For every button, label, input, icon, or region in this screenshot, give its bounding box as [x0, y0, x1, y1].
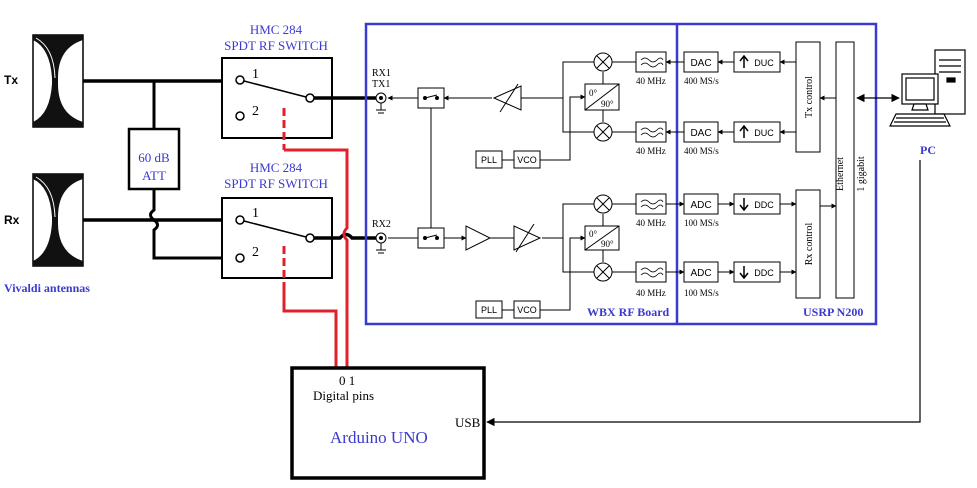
- rx-vco-label: VCO: [517, 305, 537, 315]
- pc-label: PC: [920, 143, 936, 157]
- attenuator-label-line1: 60 dB: [138, 150, 170, 165]
- arduino-digital-pins-numbers: 0 1: [339, 373, 355, 388]
- tx-phase-0: 0°: [589, 88, 598, 98]
- usrp-frame: [364, 22, 878, 326]
- tx-filter-i-label: 40 MHz: [636, 76, 666, 86]
- wbx-rx-selector: [417, 227, 445, 249]
- usrp-title: USRP N200: [803, 305, 863, 319]
- desktop-computer-icon: [889, 49, 966, 127]
- tx-pll-label: PLL: [481, 155, 497, 165]
- duc-block-q: DUC: [733, 121, 781, 143]
- rx-variable-amplifier: [513, 223, 542, 253]
- port-tx1-label: TX1: [372, 79, 390, 90]
- duc-i-label: DUC: [754, 58, 774, 68]
- rx-mixer-i: [593, 194, 613, 214]
- tx-antenna: [32, 34, 84, 128]
- port-rx1-label: RX1: [372, 68, 391, 79]
- tx-control-label: Tx control: [804, 76, 815, 118]
- dac-q-rate: 400 MS/s: [684, 146, 719, 156]
- rx-pll-label: PLL: [481, 305, 497, 315]
- switch-bottom-port-1: 1: [252, 206, 259, 221]
- usrp-internal-wiring: [665, 59, 837, 275]
- vivaldi-antennas-caption: Vivaldi antennas: [4, 281, 90, 295]
- switch-top-port-2: 2: [252, 104, 259, 119]
- attenuator-connections: [149, 81, 240, 260]
- tx-mixer-q: [593, 122, 613, 142]
- ddc-block-i: DDC: [733, 193, 781, 215]
- rx-mixer-q: [593, 262, 613, 282]
- ethernet-label-1: Ethernet: [835, 157, 846, 191]
- arduino-usb-label: USB: [455, 415, 481, 430]
- rx-control-block: Rx control: [795, 189, 821, 299]
- wbx-internal-wiring: [387, 61, 636, 311]
- rx-lna: [465, 225, 492, 251]
- tx-filter-q: 40 MHz: [635, 121, 667, 156]
- tx-vco-label: VCO: [517, 155, 537, 165]
- duc-block-i: DUC: [733, 51, 781, 73]
- rx-filter-q: 40 MHz: [635, 261, 667, 298]
- dac-i-rate: 400 MS/s: [684, 76, 719, 86]
- switch-top-port-1: 1: [252, 67, 259, 82]
- switch-bottom-port-2: 2: [252, 245, 259, 260]
- wbx-tx-selector: [417, 87, 445, 109]
- dac-block-q: DAC 400 MS/s: [683, 121, 719, 156]
- dac-block-i: DAC 400 MS/s: [683, 51, 719, 86]
- switch-bottom-block: [221, 197, 333, 279]
- attenuator-block: 60 dB ATT: [127, 127, 181, 191]
- duc-q-label: DUC: [754, 128, 774, 138]
- rx-pll-vco: PLL VCO: [475, 300, 541, 319]
- ddc-q-label: DDC: [754, 268, 774, 278]
- antenna-rf-lines: [83, 79, 240, 222]
- dac-q-label: DAC: [690, 128, 711, 139]
- tx-control-block: Tx control: [795, 41, 821, 153]
- tx-pll-vco: PLL VCO: [475, 150, 541, 169]
- adc-block-q: ADC 100 MS/s: [683, 261, 719, 298]
- port-rx2-connector: [375, 232, 387, 254]
- switch-bottom-title-line2: SPDT RF SWITCH: [224, 176, 328, 191]
- tx-antenna-label: Tx: [4, 73, 18, 87]
- rx-antenna: [32, 173, 84, 267]
- adc-block-i: ADC 100 MS/s: [683, 193, 719, 228]
- port-rx1-connector: [375, 92, 387, 114]
- ddc-i-label: DDC: [754, 200, 774, 210]
- switch-bottom-title-line1: HMC 284: [250, 160, 303, 175]
- rx-phase-90: 90°: [601, 239, 614, 249]
- switch-top-title-line1: HMC 284: [250, 22, 303, 37]
- usb-pc-arduino-link: [486, 160, 921, 427]
- adc-i-label: ADC: [690, 200, 711, 211]
- tx-power-amplifier: [492, 83, 522, 113]
- adc-i-rate: 100 MS/s: [684, 218, 719, 228]
- tx-phase-90: 90°: [601, 99, 614, 109]
- control-lines-red: [282, 108, 349, 368]
- tx-phase-splitter: 0° 90°: [584, 83, 620, 111]
- tx-mixer-i: [593, 52, 613, 72]
- port-rx2-label: RX2: [372, 219, 391, 230]
- adc-q-rate: 100 MS/s: [684, 288, 719, 298]
- switch-top-block: [221, 57, 333, 139]
- tx-filter-q-label: 40 MHz: [636, 146, 666, 156]
- rx-phase-0: 0°: [589, 229, 598, 239]
- ethernet-block: Ethernet 1 gigabit: [835, 41, 867, 299]
- ethernet-label-2: 1 gigabit: [856, 156, 867, 191]
- rx-antenna-label: Rx: [4, 213, 20, 227]
- arduino-title: Arduino UNO: [330, 428, 428, 447]
- ddc-block-q: DDC: [733, 261, 781, 283]
- rx-filter-q-label: 40 MHz: [636, 288, 666, 298]
- dac-i-label: DAC: [690, 58, 711, 69]
- rx-filter-i-label: 40 MHz: [636, 218, 666, 228]
- arduino-digital-pins-label: Digital pins: [313, 388, 374, 403]
- wbx-title: WBX RF Board: [587, 305, 670, 319]
- adc-q-label: ADC: [690, 268, 711, 279]
- rx-control-label: Rx control: [804, 223, 815, 266]
- arduino-block: [290, 366, 486, 480]
- attenuator-label-line2: ATT: [142, 168, 166, 183]
- switch-top-title-line2: SPDT RF SWITCH: [224, 38, 328, 53]
- rx-filter-i: 40 MHz: [635, 193, 667, 228]
- tx-filter-i: 40 MHz: [635, 51, 667, 86]
- rx-phase-splitter: 0° 90°: [584, 225, 620, 251]
